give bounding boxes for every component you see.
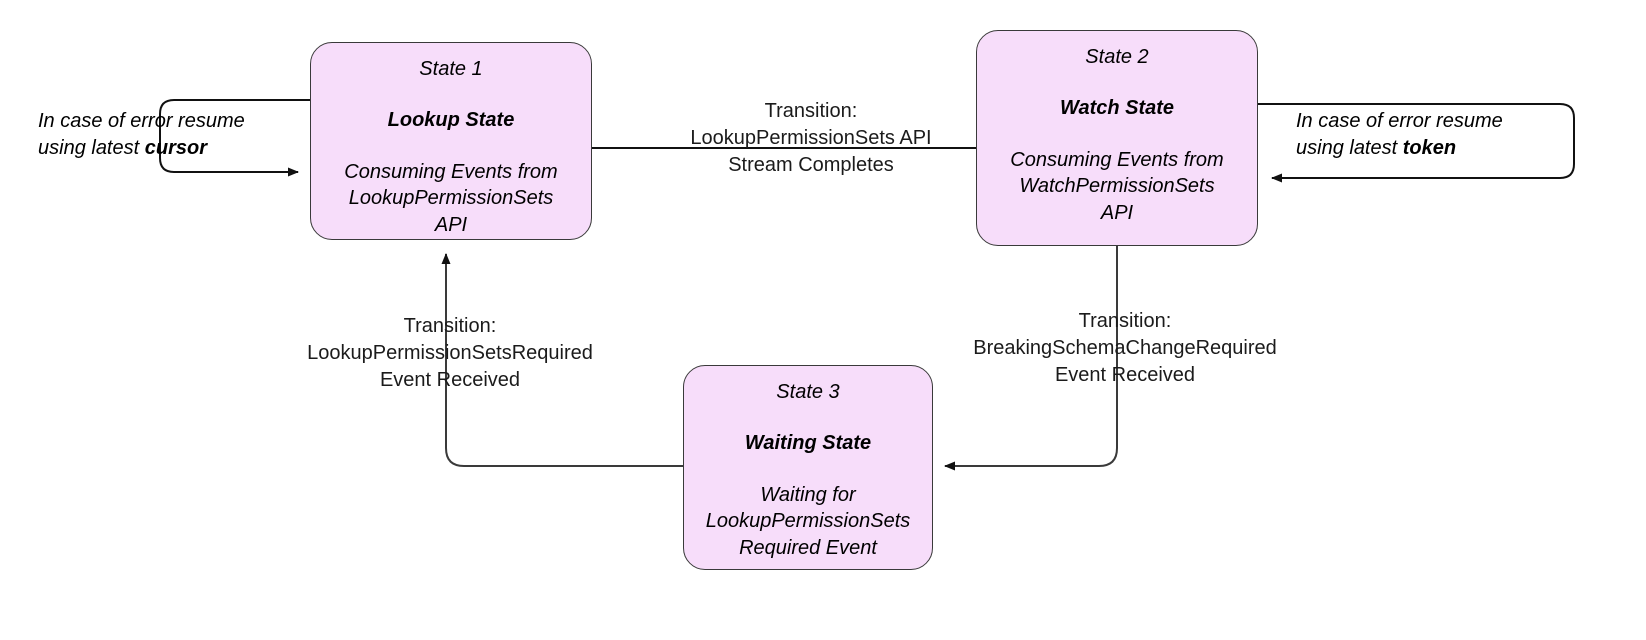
state-3-name: Waiting State: [744, 432, 872, 454]
state-node-2[interactable]: State 2 Watch State Consuming Events fro…: [976, 30, 1258, 246]
state-1-description: Consuming Events from LookupPermissionSe…: [344, 161, 558, 236]
self-loop-state1-line1: In case of error resume: [38, 110, 245, 132]
edge-state3-to-state1: [441, 253, 683, 467]
transition-label-state1-state2: Transition: LookupPermissionSets API Str…: [690, 100, 932, 176]
state-3-id-label: State 3: [776, 381, 840, 403]
state-3-description: Waiting for LookupPermissionSets Require…: [705, 484, 911, 559]
self-loop-state2-line2-prefix: using latest: [1296, 137, 1403, 159]
state-node-1[interactable]: State 1 Lookup State Consuming Events fr…: [310, 42, 592, 240]
transition-label-state2-state3: Transition: BreakingSchemaChangeRequired…: [973, 310, 1277, 386]
state-2-name: Watch State: [1059, 97, 1175, 119]
self-loop-label-state1: In case of error resume using latest cur…: [38, 108, 298, 162]
self-loop-label-state2: In case of error resume using latest tok…: [1296, 108, 1556, 162]
state-node-3[interactable]: State 3 Waiting State Waiting for Lookup…: [683, 365, 933, 570]
state-1-name: Lookup State: [387, 109, 515, 131]
self-loop-state2-emphasis: token: [1402, 137, 1457, 159]
state-2-description: Consuming Events from WatchPermissionSet…: [1010, 149, 1224, 224]
state-1-id-label: State 1: [419, 58, 483, 80]
state-2-id-label: State 2: [1085, 46, 1149, 68]
self-loop-state1-emphasis: cursor: [144, 137, 207, 159]
self-loop-state1-line2: using latest cursor: [38, 135, 298, 162]
self-loop-state2-line1: In case of error resume: [1296, 110, 1503, 132]
self-loop-state2-line2: using latest token: [1296, 135, 1556, 162]
self-loop-state1-line2-prefix: using latest: [38, 137, 145, 159]
self-loop-state1: [159, 99, 310, 177]
edge-state2-to-state3: [944, 242, 1118, 471]
transition-label-state3-state1: Transition: LookupPermissionSetsRequired…: [307, 315, 593, 391]
self-loop-state2: [1258, 103, 1575, 183]
